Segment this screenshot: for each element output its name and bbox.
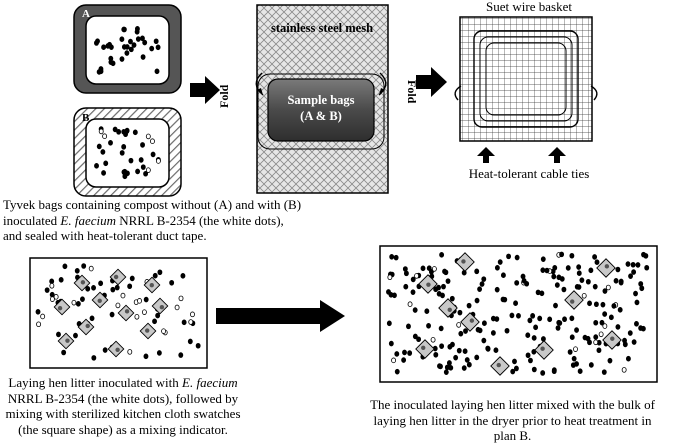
sample-bags-line1: Sample bags [287, 93, 354, 107]
tyvek-caption-organism: E. faecium [60, 212, 116, 228]
fold-arrow-2: Fold [405, 67, 447, 104]
bag-b: B [73, 107, 182, 197]
mixed-caption-line3: plan B. [493, 428, 532, 443]
litter-caption-line4: (the square shape) as a mixing indicator… [18, 421, 228, 437]
mixed-caption: The inoculated laying hen litter mixed w… [350, 397, 675, 444]
fold-label-2: Fold [405, 80, 419, 104]
stainless-steel-mesh: stainless steel mesh Sample bags (A & B) [255, 4, 389, 194]
litter-caption-line3: mixing with sterilized kitchen cloth swa… [5, 406, 241, 421]
tyvek-caption: Tyvek bags containing compost without (A… [3, 197, 363, 244]
cable-tie-arrow-left [477, 147, 495, 163]
bag-a-label: A [82, 8, 90, 20]
cable-ties-label: Heat-tolerant cable ties [469, 166, 590, 181]
fold-label-1: Fold [217, 84, 231, 108]
mix-arrow [216, 300, 345, 332]
tyvek-caption-line2-post: NRRL B-2354 (the white dots), [116, 212, 284, 228]
mixed-caption-line1: The inoculated laying hen litter mixed w… [370, 397, 655, 412]
fold-arrow-1: Fold [190, 76, 231, 108]
mesh-title: stainless steel mesh [271, 21, 373, 35]
litter-caption: Laying hen litter inoculated with E. fae… [3, 375, 243, 437]
bag-b-label: B [82, 112, 90, 124]
tyvek-caption-line2-pre: inoculated [3, 212, 61, 228]
bag-a: A [73, 4, 182, 94]
mixed-caption-line2: laying hen litter in the dryer prior to … [373, 412, 652, 428]
bag-a-dots [94, 26, 161, 75]
basket-title: Suet wire basket [486, 0, 572, 14]
litter-caption-organism: E. faecium [182, 375, 238, 390]
inoculated-litter-box [29, 257, 208, 369]
cable-tie-arrow-right [548, 147, 566, 163]
tyvek-caption-line3: and sealed with heat-tolerant duct tape. [3, 228, 207, 243]
sample-bags [267, 78, 375, 142]
litter-caption-line2: NRRL B-2354 (the white dots), followed b… [7, 390, 239, 406]
suet-wire-basket: Suet wire basket Heat-tolerant cable tie… [454, 0, 598, 181]
bag-b-dots [94, 126, 161, 180]
litter-caption-line1-pre: Laying hen litter inoculated with [8, 375, 183, 390]
sample-bags-line2: (A & B) [300, 109, 342, 123]
tyvek-caption-line1: Tyvek bags containing compost without (A… [3, 197, 302, 212]
mixed-litter-box [379, 245, 658, 383]
